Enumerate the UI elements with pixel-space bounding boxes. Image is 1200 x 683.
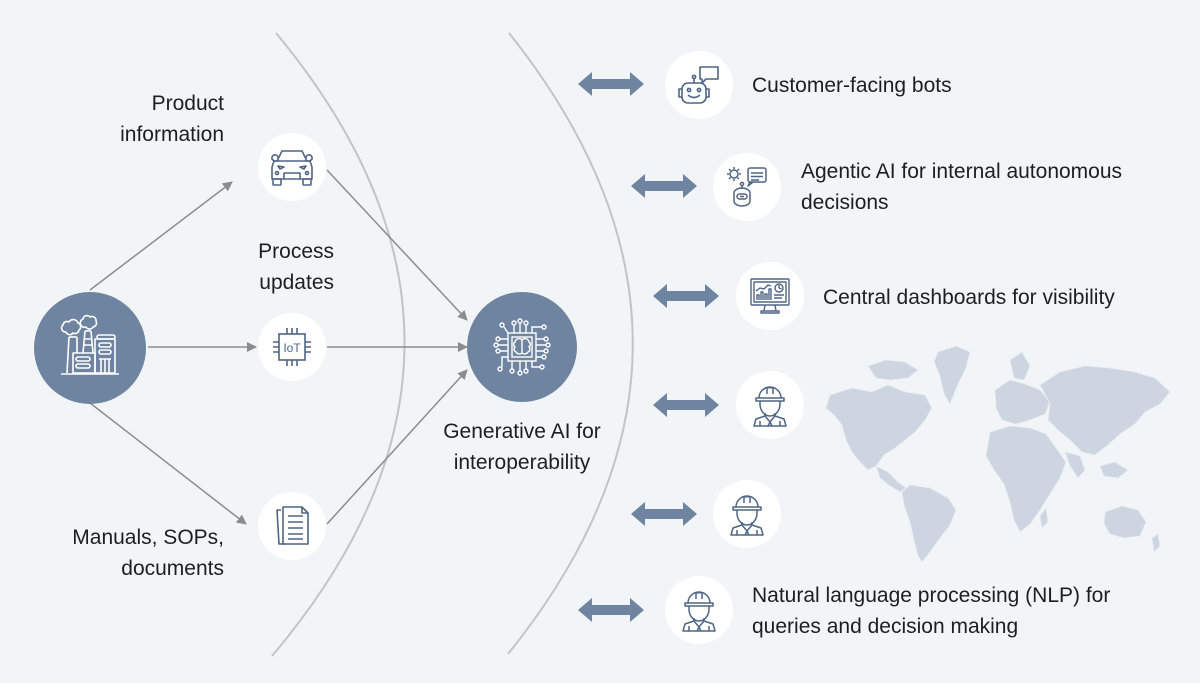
agentic-ai-line-1: Agentic AI for internal autonomous bbox=[801, 160, 1123, 183]
agentic-ai-label: Agentic AI for internal autonomous decis… bbox=[801, 156, 1122, 218]
arrow-manuals-to-hub bbox=[326, 369, 468, 525]
nlp-line-2: queries and decision making bbox=[752, 615, 1019, 638]
agentic-ai-node bbox=[713, 153, 781, 221]
worker-icon bbox=[753, 386, 787, 427]
nlp-line-1: Natural language processing (NLP) for bbox=[752, 584, 1111, 607]
nlp-node bbox=[665, 576, 733, 644]
customer-facing-bots-label: Customer-facing bots bbox=[752, 70, 952, 101]
hub-label: Generative AI for interoperability bbox=[422, 416, 622, 478]
product-information-node bbox=[258, 133, 326, 201]
manuals-sops-documents-node bbox=[258, 492, 326, 560]
worker-icon bbox=[730, 495, 764, 536]
inner-boundary-arc bbox=[271, 32, 406, 657]
double-arrow-worker-1 bbox=[653, 393, 719, 417]
documents-icon bbox=[276, 506, 309, 545]
arrow-product-to-hub bbox=[326, 169, 468, 321]
process-updates-line-1: Process bbox=[258, 240, 334, 263]
manuals-line-2: documents bbox=[121, 557, 224, 580]
iot-chip-label: IoT bbox=[283, 341, 301, 355]
arrow-factory-to-manuals bbox=[89, 402, 247, 525]
outer-boundary-arc bbox=[507, 32, 634, 655]
customer-facing-bots-node bbox=[665, 51, 733, 119]
double-arrow-worker-2 bbox=[631, 502, 697, 526]
worker-icon bbox=[682, 591, 716, 632]
product-information-line-2: information bbox=[120, 123, 224, 146]
central-dashboards-line-1: Central dashboards for visibility bbox=[823, 286, 1115, 309]
generative-ai-hub bbox=[467, 292, 577, 402]
factory-node bbox=[34, 292, 146, 404]
dashboard-monitor-icon bbox=[750, 278, 790, 314]
process-updates-line-2: updates bbox=[259, 271, 334, 294]
double-arrow-agentic-ai bbox=[631, 174, 697, 198]
chatbot-icon bbox=[678, 66, 719, 104]
process-updates-node: IoT bbox=[258, 313, 326, 381]
ai-brain-chip-icon bbox=[493, 318, 551, 376]
manuals-sops-documents-label: Manuals, SOPs, documents bbox=[40, 522, 224, 584]
customer-facing-bots-line-1: Customer-facing bots bbox=[752, 74, 952, 97]
double-arrow-customer-bots bbox=[578, 72, 644, 96]
factory-icon bbox=[60, 314, 119, 375]
central-dashboards-node bbox=[736, 262, 804, 330]
hub-label-line-1: Generative AI for bbox=[443, 420, 601, 443]
agentic-ai-line-2: decisions bbox=[801, 191, 889, 214]
iot-chip-icon: IoT bbox=[273, 328, 311, 366]
central-dashboards-label: Central dashboards for visibility bbox=[823, 282, 1115, 313]
double-arrow-nlp bbox=[578, 598, 644, 622]
hub-label-line-2: interoperability bbox=[453, 451, 591, 474]
manuals-line-1: Manuals, SOPs, bbox=[72, 526, 224, 549]
product-information-line-1: Product bbox=[151, 92, 224, 115]
arrow-factory-to-product bbox=[89, 181, 233, 291]
car-icon bbox=[271, 150, 313, 186]
agentic-robot-icon bbox=[727, 167, 767, 207]
product-information-label: Product information bbox=[80, 88, 224, 150]
worker-1-node bbox=[736, 371, 804, 439]
worker-2-node bbox=[713, 480, 781, 548]
process-updates-label: Process updates bbox=[200, 236, 334, 298]
nlp-label: Natural language processing (NLP) for qu… bbox=[752, 580, 1110, 642]
double-arrow-dashboards bbox=[653, 284, 719, 308]
